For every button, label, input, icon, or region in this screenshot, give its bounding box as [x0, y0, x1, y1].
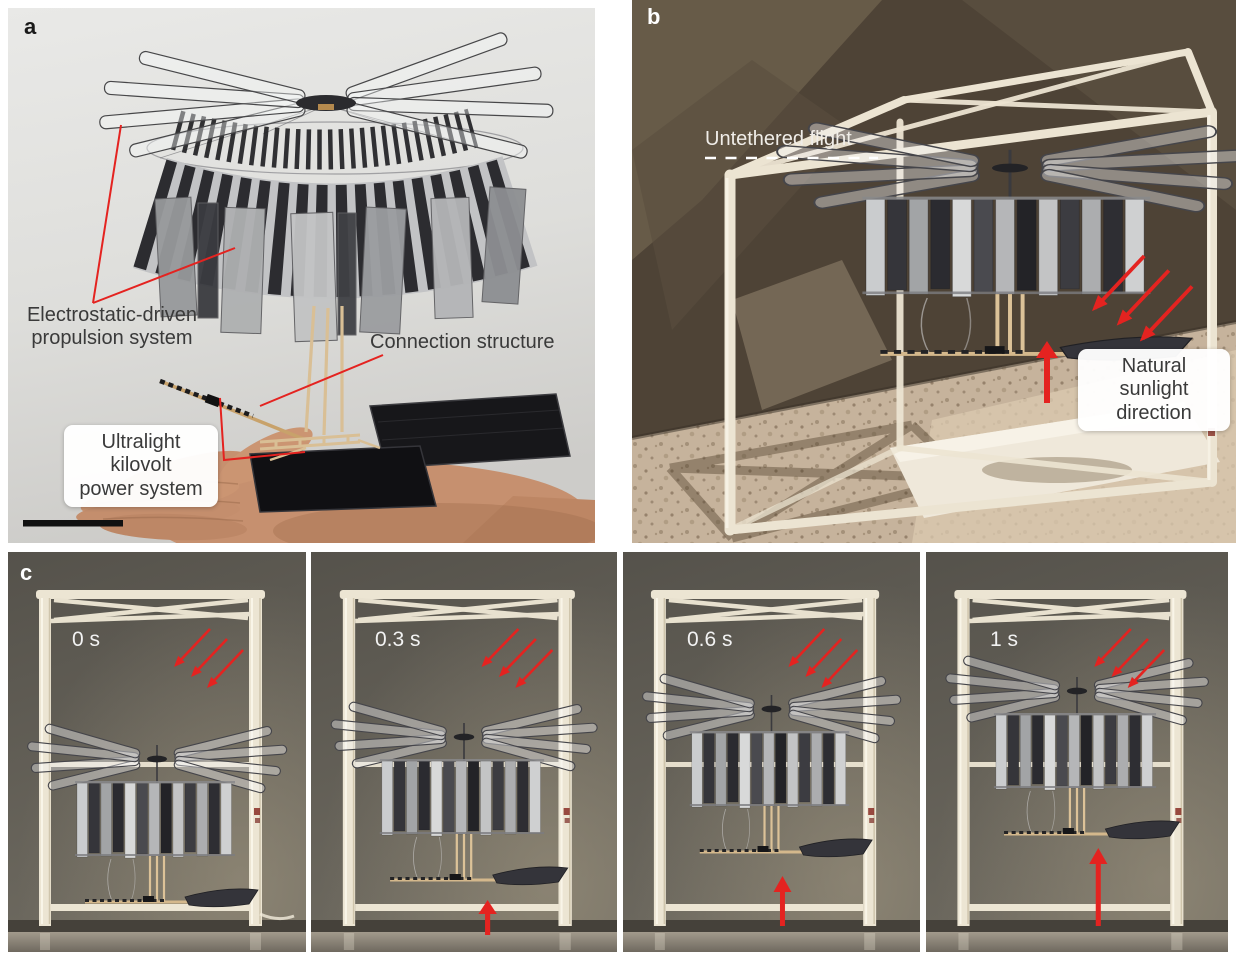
callout-sunlight-line2: direction [1116, 401, 1192, 424]
c-frame-0s: c 0 s [8, 552, 306, 952]
time-label-0s: 0 s [72, 628, 101, 651]
propulsion-drum [133, 104, 538, 343]
rotor [99, 32, 554, 159]
thrust-up-arrow-icon [1036, 341, 1058, 403]
callout-power-line1: Ultralight kilovolt [101, 431, 181, 477]
callout-propulsion-line2: propulsion system [31, 327, 193, 350]
thrust-up-arrow-icon [478, 900, 497, 935]
thrust-up-arrow-icon [1089, 848, 1108, 926]
callout-power-line2: power system [79, 477, 203, 500]
power-system [159, 378, 571, 513]
c-frame-0s-scene [8, 552, 306, 952]
callout-sunlight-line1: Natural sunlight [1119, 355, 1189, 401]
untethered-flight-label: Untethered flight [705, 128, 852, 150]
leader-lines [92, 124, 384, 462]
c-frame-1s-scene [926, 552, 1228, 952]
panel-a-scene [8, 8, 595, 543]
thrust-up-arrow-icon [773, 876, 792, 926]
callout-sunlight: Natural sunlight direction [1078, 349, 1230, 432]
panel-a: a Electrostatic-driven propulsion system… [8, 8, 595, 543]
callout-power: Ultralight kilovolt power system [64, 425, 218, 508]
panel-b-scene [632, 0, 1236, 543]
panel-b: b Untethered flight Natural sunlight dir… [632, 0, 1236, 543]
c-frame-0-3s: 0.3 s [311, 552, 617, 952]
c-frame-0-6s: 0.6 s [623, 552, 920, 952]
time-label-1s: 1 s [990, 628, 1019, 651]
callout-propulsion: Electrostatic-driven propulsion system [26, 304, 198, 351]
connection-structure [304, 305, 344, 436]
time-label-0-6s: 0.6 s [687, 628, 733, 651]
panel-b-label: b [647, 4, 661, 29]
panel-c-label: c [20, 560, 33, 585]
c-frame-0-3s-scene [311, 552, 617, 952]
time-label-0-3s: 0.3 s [375, 628, 421, 651]
c-frame-0-6s-scene [623, 552, 920, 952]
callout-propulsion-line1: Electrostatic-driven [26, 304, 198, 326]
c-frame-1s: 1 s [926, 552, 1228, 952]
callout-connection: Connection structure [370, 331, 555, 353]
panel-a-label: a [24, 14, 37, 39]
scale-bar [23, 520, 123, 527]
